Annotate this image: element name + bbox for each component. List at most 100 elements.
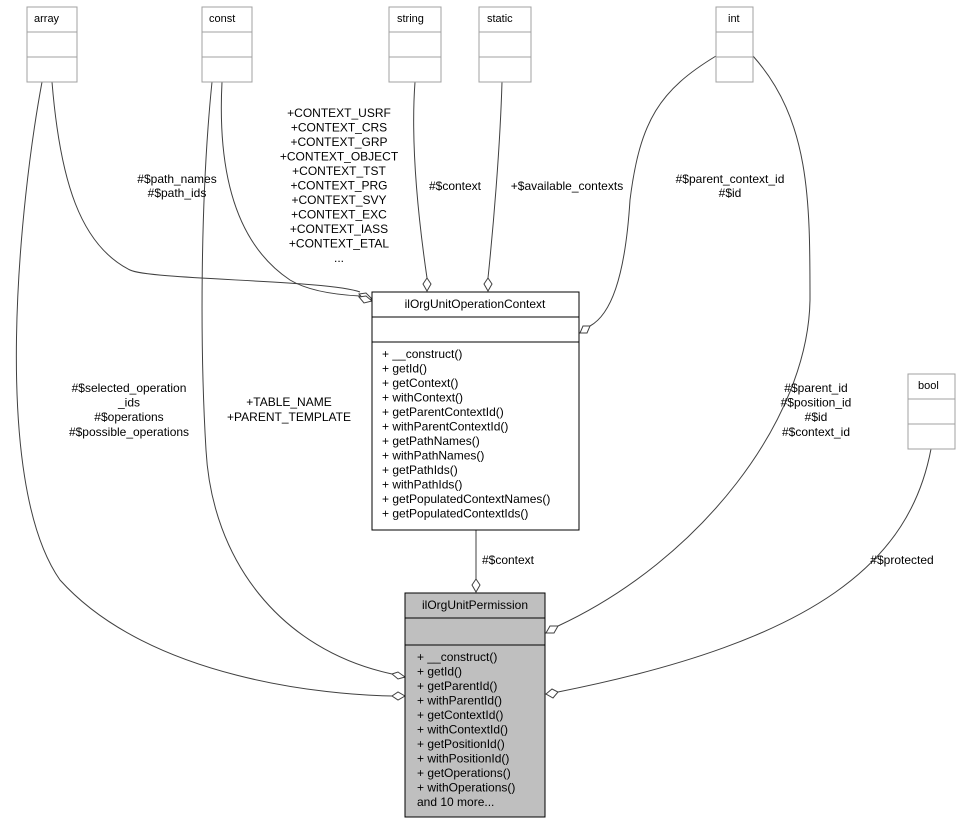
- edge-label-line: #$parent_context_id: [676, 172, 785, 186]
- method-item: + getOperations(): [417, 766, 511, 780]
- type-label-const: const: [209, 13, 235, 25]
- class-box-operation-context: ilOrgUnitOperationContext + __construct(…: [371, 291, 580, 531]
- method-list-operation-context: + __construct() + getId() + getContext()…: [382, 347, 550, 521]
- edge-label-line: +CONTEXT_ETAL: [289, 237, 389, 251]
- edge-label-line: ...: [334, 251, 344, 265]
- type-box-bool: bool: [907, 373, 956, 450]
- diamond-bool-permission: [545, 688, 559, 699]
- type-box-array: array: [26, 6, 78, 83]
- edges: [15, 55, 932, 701]
- edge-label-line: #$path_ids: [148, 186, 207, 200]
- method-item: + getPositionId(): [417, 737, 505, 751]
- edge-array-context: [51, 81, 361, 293]
- edge-label-array-permission: #$selected_operation _ids #$operations #…: [69, 381, 189, 439]
- edge-label-line: #$protected: [870, 553, 933, 567]
- edge-label-line: #$operations: [94, 410, 163, 424]
- diamond-string-context: [422, 277, 432, 293]
- type-box-const: const: [201, 6, 253, 83]
- type-box-static: static: [478, 6, 532, 83]
- edge-label-line: +CONTEXT_EXC: [291, 208, 387, 222]
- edge-label-line: #$id: [805, 410, 828, 424]
- edge-label-line: +PARENT_TEMPLATE: [227, 410, 351, 424]
- method-item: + withPositionId(): [417, 752, 509, 766]
- method-item: + getParentId(): [417, 679, 497, 693]
- edge-label-static-context: +$available_contexts: [511, 179, 623, 193]
- method-item: + withParentContextId(): [382, 420, 508, 434]
- edge-label-line: #$context_id: [782, 425, 850, 439]
- edge-label-line: #$path_names: [137, 172, 216, 186]
- diamond-static-context: [483, 277, 493, 293]
- method-item: + getContext(): [382, 376, 458, 390]
- edge-array-permission: [15, 81, 393, 697]
- diamond-int-permission: [545, 625, 559, 634]
- edge-label-context-permission: #$context: [482, 553, 535, 567]
- edge-static-context: [487, 81, 503, 279]
- method-item: + getContextId(): [417, 708, 503, 722]
- edge-label-line: #$context: [429, 179, 482, 193]
- diamond-const-permission: [390, 671, 407, 680]
- method-list-permission: + __construct() + getId() + getParentId(…: [417, 650, 515, 809]
- edge-int-context: [589, 55, 717, 327]
- type-label-static: static: [487, 13, 513, 25]
- edge-label-line: +TABLE_NAME: [246, 395, 331, 409]
- diamond-const-context: [358, 295, 374, 304]
- edge-label-string-context: #$context: [429, 179, 482, 193]
- edge-const-permission: [201, 81, 393, 675]
- method-item: + withPathNames(): [382, 449, 484, 463]
- method-item: + __construct(): [417, 650, 497, 664]
- method-item: + getPathNames(): [382, 434, 480, 448]
- edge-bool-permission: [557, 448, 932, 693]
- edge-label-line: +CONTEXT_GRP: [290, 135, 387, 149]
- edge-int-permission: [557, 55, 811, 627]
- method-item: + withContextId(): [417, 723, 508, 737]
- edge-label-line: _ids: [117, 396, 140, 410]
- class-title-operation-context: ilOrgUnitOperationContext: [405, 297, 546, 311]
- edge-label-line: +CONTEXT_OBJECT: [280, 150, 399, 164]
- method-item: + __construct(): [382, 347, 462, 361]
- edge-label-line: +CONTEXT_TST: [292, 164, 386, 178]
- edge-label-line: +CONTEXT_CRS: [291, 121, 387, 135]
- edge-label-line: #$possible_operations: [69, 425, 189, 439]
- type-label-string: string: [397, 13, 424, 25]
- method-item: + withParentId(): [417, 694, 502, 708]
- edge-string-context: [413, 81, 428, 279]
- method-item: + getId(): [382, 362, 427, 376]
- type-label-bool: bool: [918, 380, 939, 392]
- diamond-array-permission: [391, 691, 407, 701]
- edge-label-array-context: #$path_names #$path_ids: [137, 172, 216, 200]
- type-label-int: int: [728, 13, 740, 25]
- edge-label-int-context: #$parent_context_id #$id: [676, 172, 785, 200]
- type-label-array: array: [34, 13, 60, 25]
- type-box-int: int: [715, 6, 754, 83]
- method-item: + getPopulatedContextNames(): [382, 492, 550, 506]
- edge-label-line: +CONTEXT_PRG: [290, 179, 387, 193]
- method-item: + getPathIds(): [382, 463, 458, 477]
- edge-label-line: +CONTEXT_IASS: [290, 222, 388, 236]
- edge-label-const-context: +CONTEXT_USRF +CONTEXT_CRS +CONTEXT_GRP …: [280, 106, 399, 265]
- type-box-string: string: [388, 6, 442, 83]
- edge-label-const-permission: +TABLE_NAME +PARENT_TEMPLATE: [227, 395, 351, 424]
- edge-label-line: +$available_contexts: [511, 179, 623, 193]
- edge-label-line: #$parent_id: [784, 381, 847, 395]
- method-item: + getParentContextId(): [382, 405, 504, 419]
- edge-label-line: #$selected_operation: [72, 381, 187, 395]
- method-item: and 10 more...: [417, 795, 494, 809]
- edge-label-line: #$position_id: [781, 396, 852, 410]
- edge-label-line: +CONTEXT_SVY: [291, 193, 386, 207]
- class-box-permission: ilOrgUnitPermission + __construct() + ge…: [404, 592, 546, 818]
- class-title-permission: ilOrgUnitPermission: [422, 598, 528, 612]
- edge-const-context: [220, 81, 361, 297]
- method-item: + withContext(): [382, 391, 463, 405]
- edge-label-line: #$context: [482, 553, 535, 567]
- method-item: + getId(): [417, 665, 462, 679]
- method-item: + withOperations(): [417, 781, 515, 795]
- edge-label-line: +CONTEXT_USRF: [287, 106, 391, 120]
- diamond-context-permission: [471, 578, 481, 594]
- method-item: + getPopulatedContextIds(): [382, 507, 528, 521]
- edge-label-int-permission: #$parent_id #$position_id #$id #$context…: [781, 381, 852, 439]
- method-item: + withPathIds(): [382, 478, 462, 492]
- diamond-int-context: [579, 325, 591, 334]
- edge-label-line: #$id: [719, 186, 742, 200]
- edge-label-bool-permission: #$protected: [870, 553, 933, 567]
